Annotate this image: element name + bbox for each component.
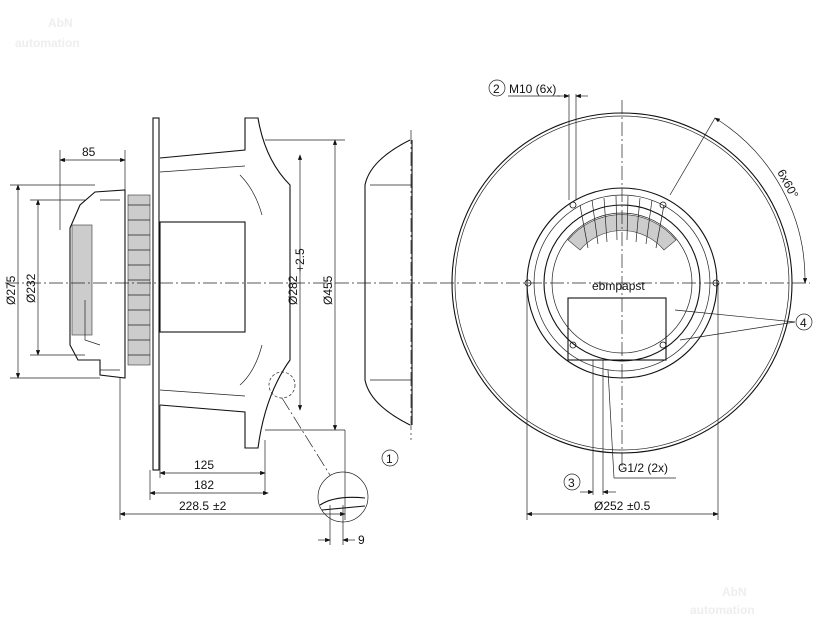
watermark-logo: AbN (722, 585, 747, 599)
watermark-text: automation (15, 36, 80, 50)
brand-logo: ebmpapst (592, 279, 645, 293)
dim-455: Ø455 (321, 275, 335, 305)
callout-3: 3 (568, 476, 575, 490)
front-view: ebmpapst 2 M10 (6x) 6x60° 4 G1/2 (2x) 3 … (440, 79, 813, 520)
watermark-logo: AbN (48, 16, 73, 30)
dim-275: Ø275 (4, 275, 18, 305)
callout-2: 2 (493, 82, 500, 96)
watermark-text: automation (690, 603, 755, 617)
g12-label: G1/2 (2x) (618, 461, 668, 475)
angle-label: 6x60° (774, 167, 801, 201)
watermark-bottom: AbN automation (690, 585, 755, 617)
dim-85: 85 (82, 145, 96, 159)
dim-228-5: 228.5 (179, 499, 209, 513)
side-view: 85 Ø275 Ø232 Ø282 +2.5 Ø455 125 182 228.… (4, 117, 440, 547)
dim-252-tolerance: ±0.5 (627, 499, 651, 513)
dim-232: Ø232 (24, 273, 38, 303)
dim-228-5-tolerance: ±2 (213, 499, 227, 513)
dim-252: Ø252 (594, 499, 624, 513)
dim-282-tolerance: +2.5 (293, 248, 307, 272)
dim-182: 182 (194, 478, 214, 492)
watermark-top: AbN automation (15, 16, 80, 50)
callout-1: 1 (386, 452, 393, 466)
m10-label: M10 (6x) (509, 82, 556, 96)
callout-4: 4 (800, 316, 807, 330)
dim-125: 125 (194, 458, 214, 472)
dim-282: Ø282 (286, 275, 300, 305)
callout-1-circle (381, 449, 399, 467)
dim-9: 9 (358, 533, 365, 547)
